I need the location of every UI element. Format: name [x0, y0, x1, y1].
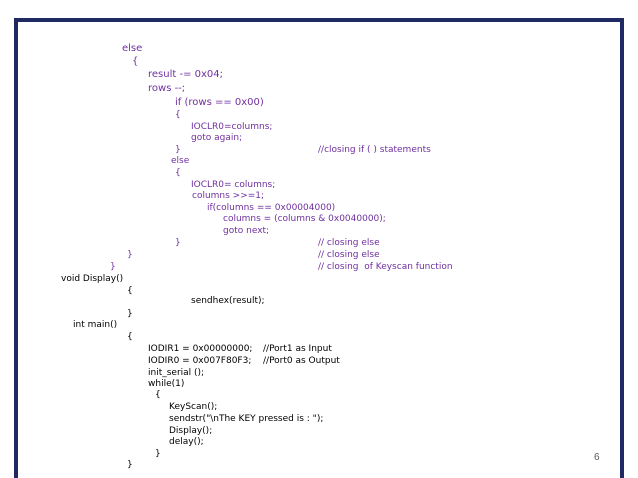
code-line-brace: } [127, 309, 133, 319]
code-line-rows: rows --; [148, 83, 186, 94]
code-line-brace: { [127, 332, 133, 342]
code-line-brace: } [175, 145, 181, 155]
code-line-brace: { [175, 168, 181, 178]
code-line-init-serial: init_serial (); [148, 368, 205, 378]
code-line-brace: } [175, 238, 181, 248]
slide-page-number: 6 [594, 452, 600, 463]
code-line-brace: } [155, 449, 161, 459]
code-line-void-display: void Display() [61, 274, 124, 284]
code-line-brace: { [155, 390, 161, 400]
code-line-if-columns: if(columns == 0x00004000) [207, 203, 336, 213]
code-line-else: else [122, 43, 143, 54]
code-line-brace: { [132, 56, 139, 67]
code-line-if-rows: if (rows == 0x00) [175, 97, 264, 108]
code-line-sendhex: sendhex(result); [191, 296, 265, 306]
code-comment: //Port1 as Input [263, 344, 332, 354]
code-line-brace: } [110, 262, 116, 272]
slide-border-right [620, 18, 624, 478]
code-line-iodir1: IODIR1 = 0x00000000; [148, 344, 253, 354]
code-line-brace: { [175, 110, 181, 120]
code-line-columns-shift: columns >>=1; [192, 191, 265, 201]
code-line-brace: } [127, 250, 133, 260]
code-line-sendstr: sendstr("\nThe KEY pressed is : "); [169, 414, 324, 424]
code-line-result: result -= 0x04; [148, 69, 224, 80]
slide-border-left [14, 18, 18, 478]
code-line-columns-assign: columns = (columns & 0x0040000); [223, 214, 386, 224]
code-comment: //closing if ( ) statements [318, 145, 431, 155]
code-line-goto-next: goto next; [223, 226, 270, 236]
code-line-ioclr: IOCLR0=columns; [191, 122, 273, 132]
code-line-keyscan: KeyScan(); [169, 402, 218, 412]
code-comment: // closing else [318, 238, 380, 248]
code-line-goto-again: goto again; [191, 133, 243, 143]
code-line-display: Display(); [169, 426, 213, 436]
code-comment: // closing else [318, 250, 380, 260]
code-line-while: while(1) [148, 379, 185, 389]
code-line-else: else [171, 156, 190, 166]
code-line-brace: } [127, 460, 133, 470]
code-line-int-main: int main() [73, 320, 118, 330]
code-comment: // closing of Keyscan function [318, 262, 453, 272]
code-line-delay: delay(); [169, 437, 204, 447]
code-comment: //Port0 as Output [263, 356, 340, 366]
code-line-ioclr: IOCLR0= columns; [191, 180, 276, 190]
slide-border-top [14, 18, 624, 22]
code-line-iodir0: IODIR0 = 0x007F80F3; [148, 356, 252, 366]
code-line-brace: { [127, 286, 133, 296]
